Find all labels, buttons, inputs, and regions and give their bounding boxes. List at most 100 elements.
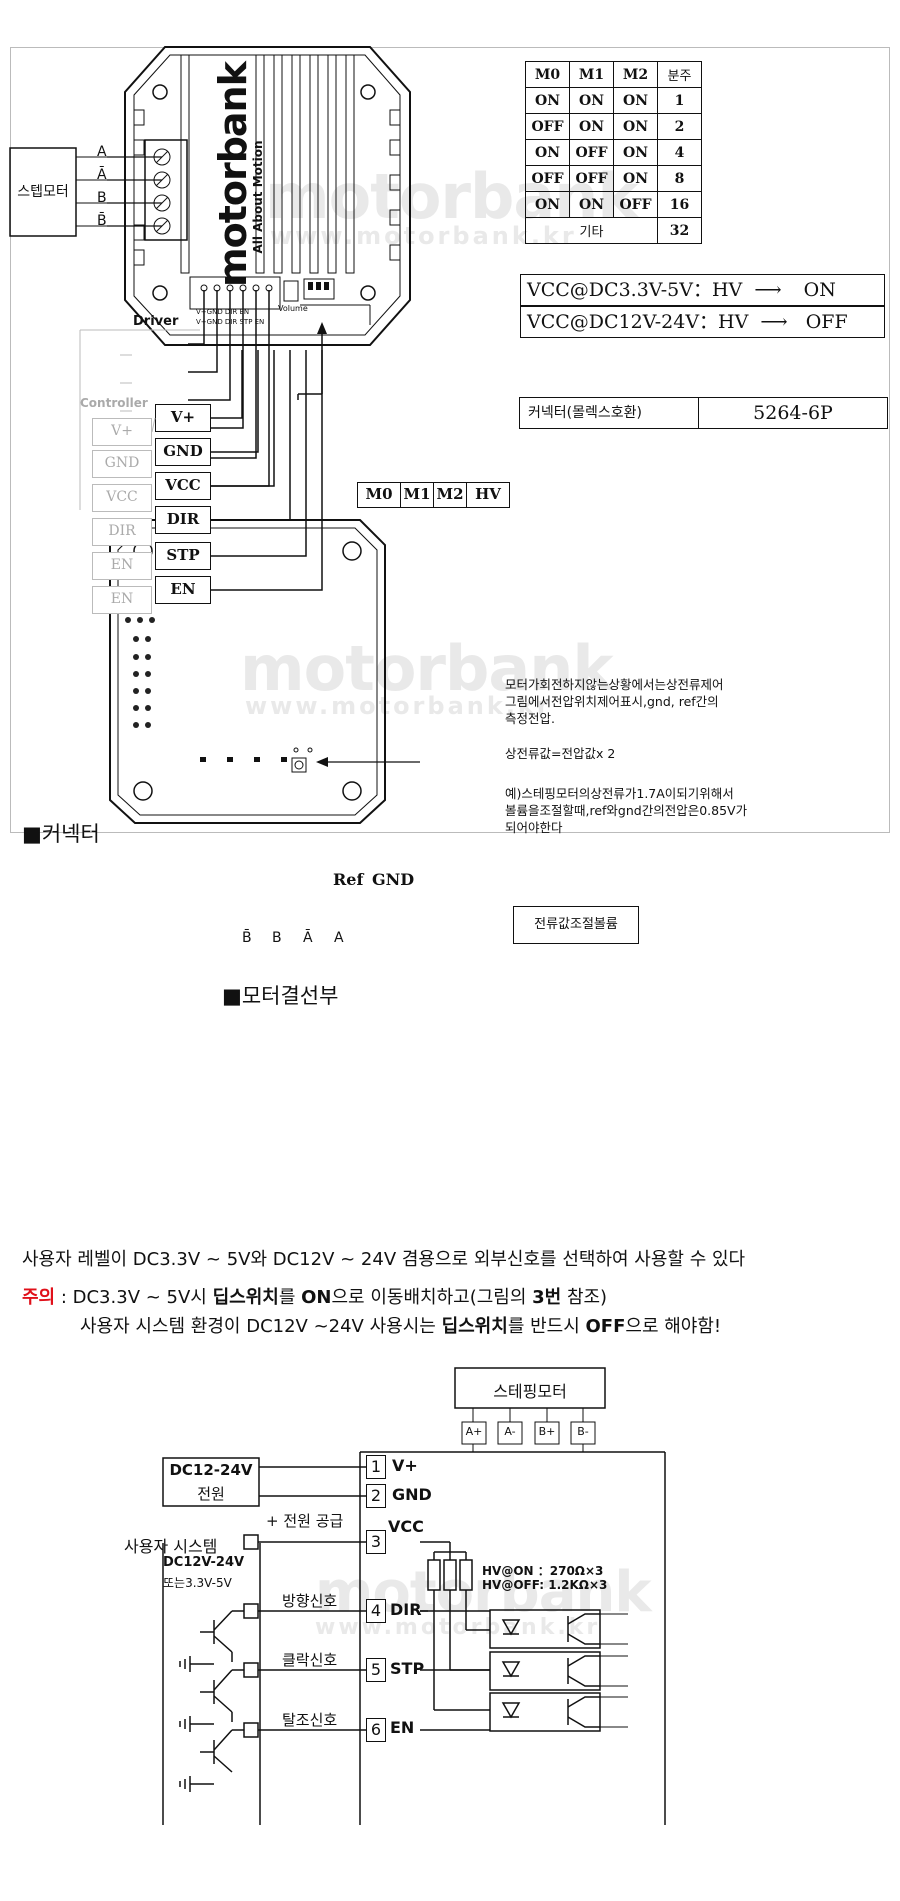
step-motor-label: 스텝모터 [17, 184, 69, 200]
ref-label: Ref [333, 870, 364, 889]
arrow-right-icon: ⟶ [760, 311, 788, 333]
caution-label: 주의 [22, 1287, 56, 1308]
driver-pin-vplus: V+ [155, 404, 211, 432]
instruction-emphasis: 딥스위치 [212, 1287, 279, 1308]
user-system-voltage-2: 또는3.3V-5V [163, 1576, 232, 1590]
note-measure: 모터가회전하지않는상황에서는상전류제어 그림에서전압위치제어표시,gnd, re… [505, 677, 724, 726]
user-system-voltage-1: DC12V-24V [163, 1555, 245, 1570]
top-figure-frame [10, 47, 890, 833]
table-row: ON ON OFF 16 [525, 191, 702, 218]
gnd-label: GND [372, 870, 415, 889]
table-cell: ON [613, 139, 658, 166]
vcc-rule-condition: VCC@DC12V-24V：HV [527, 311, 749, 333]
instruction-line-2: 주의 : DC3.3V ~ 5V시 딥스위치를 ON으로 이동배치하고(그림의 … [22, 1283, 607, 1309]
note-example: 예)스테핑모터의상전류가1.7A이되기위해서 볼륨을조절할때,ref와gnd간의… [505, 786, 748, 835]
table-cell: 16 [657, 191, 702, 218]
pin-3: 3 [366, 1530, 386, 1554]
instruction-text: : DC3.3V ~ 5V시 [55, 1287, 213, 1308]
volume-label: Volume [278, 304, 308, 313]
table-row: 기타 32 [525, 217, 702, 244]
stepping-motor-label: 스테핑모터 [493, 1382, 567, 1401]
motor-pin-a-bar: Ā [303, 930, 313, 946]
instruction-line-3: 사용자 시스템 환경이 DC12V ~24V 사용시는 딥스위치를 반드시 OF… [80, 1312, 721, 1338]
driver-header-pins-bottom: V+GND DIR STP EN [196, 318, 265, 326]
connector-spec: 커넥터(몰렉스호환) 5264-6P [519, 397, 888, 429]
driver-label: Driver [133, 314, 179, 329]
connector-spec-label: 커넥터(몰렉스호환) [520, 398, 699, 428]
arrow-right-icon: ⟶ [754, 279, 782, 301]
pin-name-stp: STP [390, 1659, 425, 1678]
vcc-rule-on: VCC@DC3.3V-5V：HV ⟶ ON [520, 274, 885, 306]
motor-terminal-bminus: B- [577, 1425, 589, 1438]
pin-4: 4 [366, 1599, 386, 1623]
controller-pin-dir: DIR [92, 518, 152, 546]
controller-label: Controller [80, 396, 148, 410]
instruction-text: 으로 해야함! [625, 1316, 722, 1337]
driver-pin-stp: STP [155, 542, 211, 570]
instruction-emphasis: ON [301, 1287, 332, 1308]
motor-wiring-caption: ■모터결선부 [222, 984, 339, 1008]
table-cell: 2 [657, 113, 702, 140]
pin-name-en: EN [390, 1718, 415, 1737]
phase-label-b-bar: B̄ [97, 213, 107, 229]
instruction-text: 를 [278, 1287, 302, 1308]
power-box-line1: DC12-24V [169, 1461, 253, 1479]
pin-6: 6 [366, 1718, 386, 1742]
phase-label-a-bar: Ā [97, 167, 107, 183]
table-cell: 32 [657, 217, 702, 244]
phase-label-b: B [97, 190, 107, 206]
table-cell: OFF [525, 165, 570, 192]
driver-header-pins-top: V+GND DIR EN [196, 308, 250, 316]
power-supply-label: + 전원 공급 [266, 1512, 344, 1530]
driver-pin-gnd: GND [155, 438, 211, 466]
driver-pin-vcc: VCC [155, 472, 211, 500]
instruction-text: 으로 이동배치하고(그림의 [331, 1287, 533, 1308]
phase-label-a: A [97, 144, 107, 160]
controller-pin-en-2: EN [92, 586, 152, 614]
instruction-line-1: 사용자 레벨이 DC3.3V ~ 5V와 DC12V ~ 24V 겸용으로 외부… [22, 1249, 746, 1270]
motor-pin-b-bar: B̄ [242, 930, 252, 946]
table-row: OFF ON ON 2 [525, 113, 702, 140]
instruction-emphasis: 3번 [532, 1287, 562, 1308]
alarm-signal-label: 탈조신호 [282, 1711, 338, 1729]
table-cell: OFF [525, 113, 570, 140]
hv-off-label: HV@OFF: 1.2KΩ×3 [482, 1578, 608, 1592]
user-system-label: 사용자 시스템 [124, 1537, 218, 1556]
motor-terminal-aminus: A- [504, 1425, 516, 1438]
instruction-text: 참조) [561, 1287, 608, 1308]
dip-label-m1: M1 [400, 482, 434, 508]
controller-pin-vplus: V+ [92, 418, 152, 446]
instruction-text: 사용자 시스템 환경이 DC12V ~24V 사용시는 [80, 1316, 442, 1337]
table-cell-etc: 기타 [525, 217, 658, 244]
motor-pin-a: A [334, 930, 344, 946]
connector-spec-value: 5264-6P [753, 402, 833, 424]
driver-pin-en: EN [155, 576, 211, 604]
vcc-rule-off: VCC@DC12V-24V：HV ⟶ OFF [520, 306, 885, 338]
table-cell: 1 [657, 87, 702, 114]
pin-name-vcc: VCC [388, 1517, 424, 1536]
controller-pin-vcc: VCC [92, 484, 152, 512]
dip-switch-table: M0 M1 M2 분주 ON ON ON 1 OFF ON ON 2 ON OF… [525, 61, 702, 244]
instruction-emphasis: 딥스위치 [441, 1316, 508, 1337]
motor-pin-b: B [272, 930, 282, 946]
direction-signal-label: 방향신호 [282, 1592, 338, 1610]
table-header: M0 [525, 61, 570, 88]
table-cell: 4 [657, 139, 702, 166]
table-row: M0 M1 M2 분주 [525, 61, 702, 88]
instruction-text: 를 반드시 [507, 1316, 586, 1337]
pin-5: 5 [366, 1658, 386, 1682]
dip-label-m2: M2 [433, 482, 467, 508]
controller-pin-en: EN [92, 552, 152, 580]
connector-caption: ■커넥터 [22, 822, 100, 846]
note-formula: 상전류값=전압값x 2 [505, 746, 616, 761]
table-row: ON OFF ON 4 [525, 139, 702, 166]
controller-pin-gnd: GND [92, 450, 152, 478]
motor-terminal-bplus: B+ [538, 1425, 556, 1438]
table-row: OFF OFF ON 8 [525, 165, 702, 192]
dip-label-hv: HV [466, 482, 510, 508]
pin-2: 2 [366, 1484, 386, 1508]
pin-name-dir: DIR [390, 1600, 422, 1619]
pin-name-vplus: V+ [392, 1456, 418, 1475]
